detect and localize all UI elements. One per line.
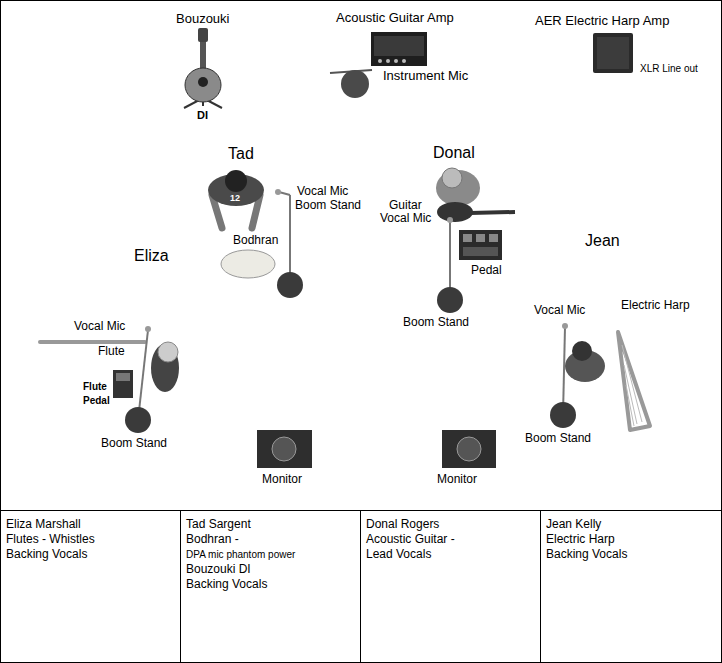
table-cell: Donal RogersAcoustic Guitar -Lead Vocals (360, 510, 541, 663)
donal-figure (436, 168, 515, 222)
table-cell: Tad SargentBodhran -DPA mic phantom powe… (180, 510, 361, 663)
stage-label: Electric Harp (621, 299, 690, 313)
tad-figure (208, 170, 264, 228)
stage-label: Vocal Mic (74, 320, 125, 334)
eliza-figure (151, 342, 179, 392)
stage-label: AER Electric Harp Amp (535, 14, 669, 29)
guitar-pedal (459, 230, 502, 260)
bouzouki-illustration (184, 28, 222, 108)
cell-text: Tad Sargent (186, 517, 355, 532)
stage-label: Jean (585, 232, 620, 250)
stage-label: Guitar (389, 199, 422, 213)
flute-pedal (113, 370, 133, 398)
stage-label: Boom Stand (525, 432, 591, 446)
cell-text: Backing Vocals (6, 547, 175, 562)
cell-text: Bouzouki DI (186, 562, 355, 577)
stage-label: Tad (228, 145, 254, 163)
bodhran-drum (221, 250, 275, 278)
stage-label: Pedal (83, 395, 110, 407)
cell-text: Donal Rogers (366, 517, 535, 532)
stage-label: XLR Line out (640, 63, 698, 75)
mic-boom-stand (550, 323, 576, 428)
cell-text: Eliza Marshall (6, 517, 175, 532)
stage-label: Boom Stand (295, 199, 361, 213)
cell-text: Backing Vocals (546, 547, 716, 562)
cell-text: Flutes - Whistles (6, 532, 175, 547)
stage-label: Bouzouki (176, 12, 229, 27)
stage-label: DI (197, 109, 208, 122)
stage-label: Donal (433, 144, 475, 162)
stage-label: Vocal Mic (380, 212, 431, 226)
cell-text: Lead Vocals (366, 547, 535, 562)
stage-label: Pedal (471, 264, 502, 278)
stage-label: Boom Stand (101, 437, 167, 451)
cell-text: Acoustic Guitar - (366, 532, 535, 547)
electric-harp (618, 332, 650, 430)
cell-text: DPA mic phantom power (186, 547, 355, 562)
stage-label: Acoustic Guitar Amp (336, 11, 454, 26)
jean-figure (565, 341, 605, 382)
stage-label: Boom Stand (403, 316, 469, 330)
stage-label: Instrument Mic (383, 69, 468, 84)
stage-label: Flute (98, 345, 125, 359)
stage-label: Vocal Mic (534, 304, 585, 318)
table-cell: Eliza MarshallFlutes - WhistlesBacking V… (0, 510, 181, 663)
cell-text: Electric Harp (546, 532, 716, 547)
instrument-mic (330, 70, 372, 98)
stage-label: Monitor (262, 473, 302, 487)
stage-label: Bodhran (233, 234, 278, 248)
cell-text: Jean Kelly (546, 517, 716, 532)
stage-label: Eliza (134, 247, 169, 265)
stage-label: Flute (83, 381, 107, 393)
stage-label: 12 (230, 193, 240, 203)
stage-monitor (257, 430, 312, 468)
flute (40, 340, 145, 344)
cell-text: Bodhran - (186, 532, 355, 547)
guitar-amp (371, 32, 427, 66)
table-cell: Jean KellyElectric HarpBacking Vocals (540, 510, 722, 663)
harp-amp (593, 33, 633, 73)
stage-label: Monitor (437, 473, 477, 487)
stage-label: Vocal Mic (297, 185, 348, 199)
stage-monitor (442, 430, 496, 468)
cell-text: Backing Vocals (186, 577, 355, 592)
mic-boom-stand (125, 326, 151, 433)
mic-boom-stand (437, 217, 463, 313)
